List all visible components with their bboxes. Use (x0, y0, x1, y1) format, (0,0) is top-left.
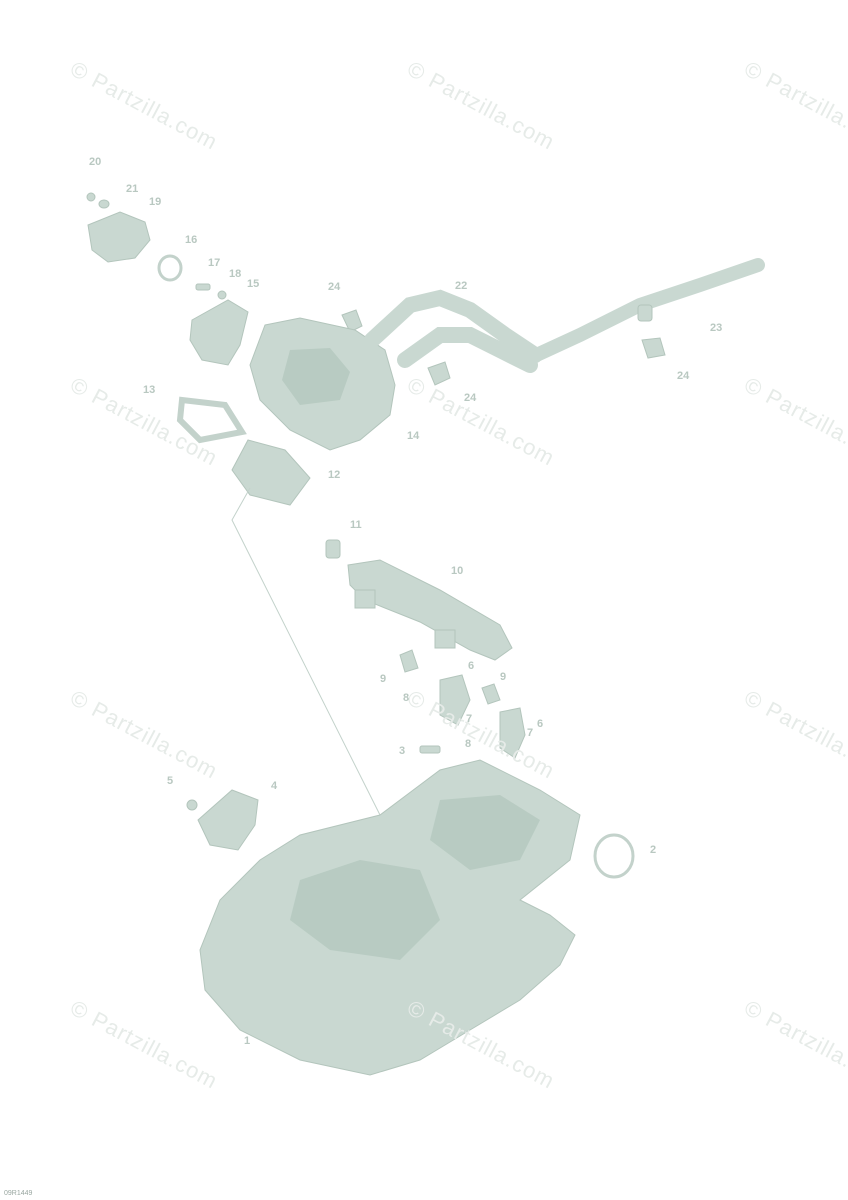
callout-4: 4 (271, 780, 278, 792)
part-21-washer (98, 199, 110, 209)
part-9-clip-2 (481, 683, 501, 705)
diagram-code: 09R1449 (4, 1190, 33, 1197)
callout-9-right: 9 (500, 671, 507, 683)
callout-21: 21 (126, 183, 139, 195)
part-10-fuel-rail (347, 559, 513, 661)
callout-20: 20 (89, 156, 102, 168)
callout-7-right: 7 (527, 727, 534, 739)
part-19-sensor (87, 211, 151, 263)
callout-22: 22 (455, 280, 468, 292)
part-24-clamp-right (641, 337, 666, 359)
callout-10: 10 (451, 565, 464, 577)
callout-5: 5 (167, 775, 174, 787)
callout-3: 3 (399, 745, 406, 757)
part-11-screw (325, 539, 341, 559)
callout-14: 14 (407, 430, 420, 442)
part-20-screw (86, 192, 96, 202)
callout-24-right: 24 (677, 370, 690, 382)
part-12-adapter (231, 439, 311, 506)
part-14-throttle-body (249, 317, 396, 451)
part-18-washer (217, 290, 227, 300)
part-2-o-ring (593, 833, 635, 879)
part-16-o-ring (157, 254, 183, 282)
callout-1: 1 (244, 1035, 251, 1047)
part-23-tube (523, 258, 765, 365)
part-5-screw (186, 799, 198, 811)
callout-8-lower: 8 (465, 738, 472, 750)
callout-24: 24 (328, 281, 341, 293)
part-6-injector-2 (499, 707, 526, 759)
part-13-gasket (176, 396, 247, 444)
callout-12: 12 (328, 469, 341, 481)
callout-16: 16 (185, 234, 198, 246)
part-3-screw (419, 745, 441, 754)
callout-6-right: 6 (537, 718, 544, 730)
callout-13: 13 (143, 384, 156, 396)
callout-7: 7 (466, 713, 473, 725)
callout-9: 9 (380, 673, 387, 685)
part-22-hose (364, 289, 543, 373)
callout-11: 11 (350, 519, 362, 531)
callout-2: 2 (650, 844, 657, 856)
part-24-clamp (341, 309, 363, 333)
callout-23: 23 (710, 322, 723, 334)
part-9-clip (399, 649, 419, 673)
callout-24-lower: 24 (464, 392, 477, 404)
callout-6: 6 (468, 660, 475, 672)
part-17-screw (195, 283, 211, 291)
leader-line (231, 487, 381, 816)
part-15-bracket (189, 299, 249, 366)
part-24-clamp-lower (427, 361, 451, 386)
part-1-intake-manifold (199, 759, 581, 1076)
callout-8: 8 (403, 692, 410, 704)
part-4-sensor (197, 789, 259, 851)
callout-19: 19 (149, 196, 162, 208)
part-6-injector (439, 674, 471, 726)
callout-17: 17 (208, 257, 221, 269)
callout-18: 18 (229, 268, 242, 280)
callout-15: 15 (247, 278, 260, 290)
